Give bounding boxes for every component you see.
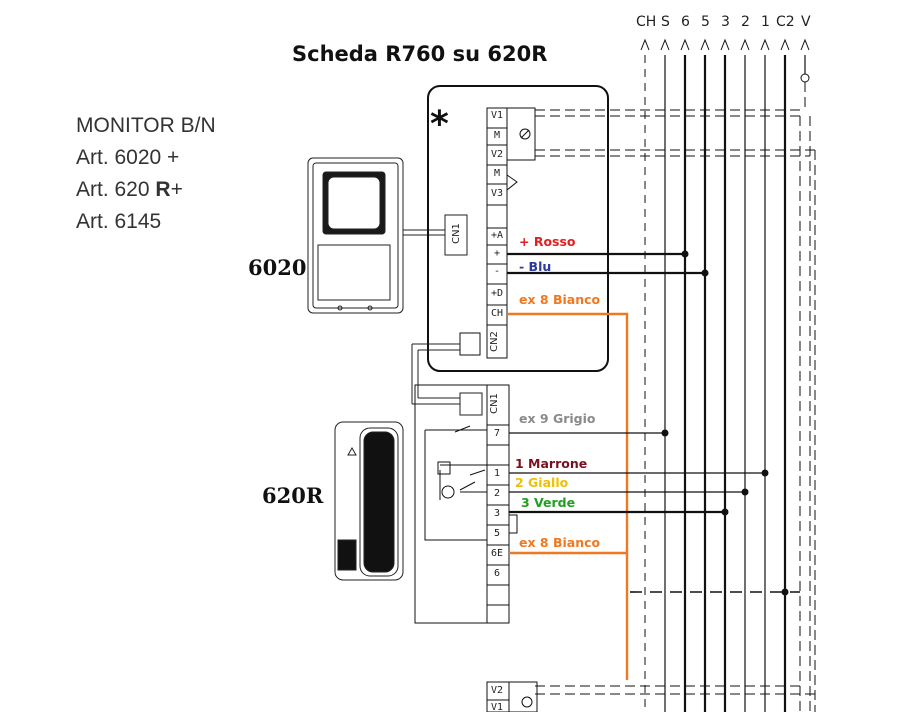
bus-label-c2: C2	[776, 14, 795, 30]
monitor-model-label: 6020	[248, 255, 307, 280]
cn-link	[411, 343, 483, 416]
monitor-art-1: Art. 6020 +	[76, 146, 180, 169]
monitor-art-2-plus: +	[170, 178, 183, 201]
board-term-plus-d: +D	[490, 288, 504, 299]
bus-label-s: S	[661, 14, 670, 30]
monitor-heading: MONITOR B/N	[76, 114, 216, 137]
board-term-ch: CH	[490, 308, 504, 319]
wires	[507, 252, 765, 680]
board-term-v3: V3	[490, 188, 504, 199]
board-term-minus: -	[493, 266, 501, 277]
handset-620R	[334, 421, 404, 581]
board-r760	[427, 85, 609, 372]
bus-label-3: 3	[721, 14, 730, 30]
monitor-art-2-text: Art. 620	[76, 178, 150, 201]
handset-term-6e: 6E	[490, 548, 504, 559]
handset-term-6: 6	[493, 568, 501, 579]
board-term-m2: M	[493, 168, 501, 179]
handset-term-5: 5	[493, 528, 501, 539]
board-term-v1: V1	[490, 110, 504, 121]
wire-label-giallo: 2 Giallo	[515, 475, 569, 490]
handset-cn1-label: CN1	[488, 393, 500, 414]
wire-label-bianco-bottom: ex 8 Bianco	[519, 535, 601, 550]
bus-label-ch: CH	[636, 14, 657, 30]
board-term-v2: V2	[490, 149, 504, 160]
monitor-art-2: Art. 620 R+	[76, 178, 183, 202]
bus-arrows	[640, 38, 810, 83]
wire-label-bianco-top: ex 8 Bianco	[519, 292, 601, 307]
monitor-6020	[307, 157, 468, 314]
wire-bianco-top	[507, 312, 629, 680]
handset-term-1: 1	[493, 468, 501, 479]
bottom-term-v1: V1	[490, 702, 504, 713]
board-term-m1: M	[493, 130, 501, 141]
board-term-cn2: CN2	[488, 331, 500, 352]
handset-model-label: 620R	[262, 483, 324, 508]
wire-label-blu: - Blu	[519, 259, 552, 274]
vertical-bus	[644, 55, 806, 712]
handset-term-7: 7	[493, 428, 501, 439]
board-cn1-label: CN1	[450, 223, 462, 244]
bus-label-2: 2	[741, 14, 750, 30]
monitor-art-3: Art. 6145	[76, 210, 162, 233]
board-term-plus-a: +A	[490, 230, 504, 241]
handset-term-2: 2	[493, 488, 501, 499]
diagram-title: Scheda R760 su 620R	[292, 42, 548, 66]
video-cable-lines	[535, 82, 816, 712]
wire-label-verde: 3 Verde	[521, 495, 576, 510]
wire-label-rosso: + Rosso	[519, 234, 576, 249]
star-marker: *	[430, 104, 449, 145]
bus-label-v: V	[801, 14, 811, 30]
handset-term-3: 3	[493, 508, 501, 519]
monitor-art-2-r: R	[155, 178, 171, 201]
bus-label-6: 6	[681, 14, 690, 30]
bus-label-5: 5	[701, 14, 710, 30]
bottom-terminal	[486, 681, 538, 712]
wire-label-grigio: ex 9 Grigio	[519, 411, 596, 426]
board-term-plus: +	[493, 248, 501, 259]
bottom-term-v2: V2	[490, 685, 504, 696]
wire-label-marrone: 1 Marrone	[515, 456, 588, 471]
bus-label-1: 1	[761, 14, 770, 30]
junction-dots	[661, 250, 789, 596]
handset-board	[414, 384, 518, 624]
